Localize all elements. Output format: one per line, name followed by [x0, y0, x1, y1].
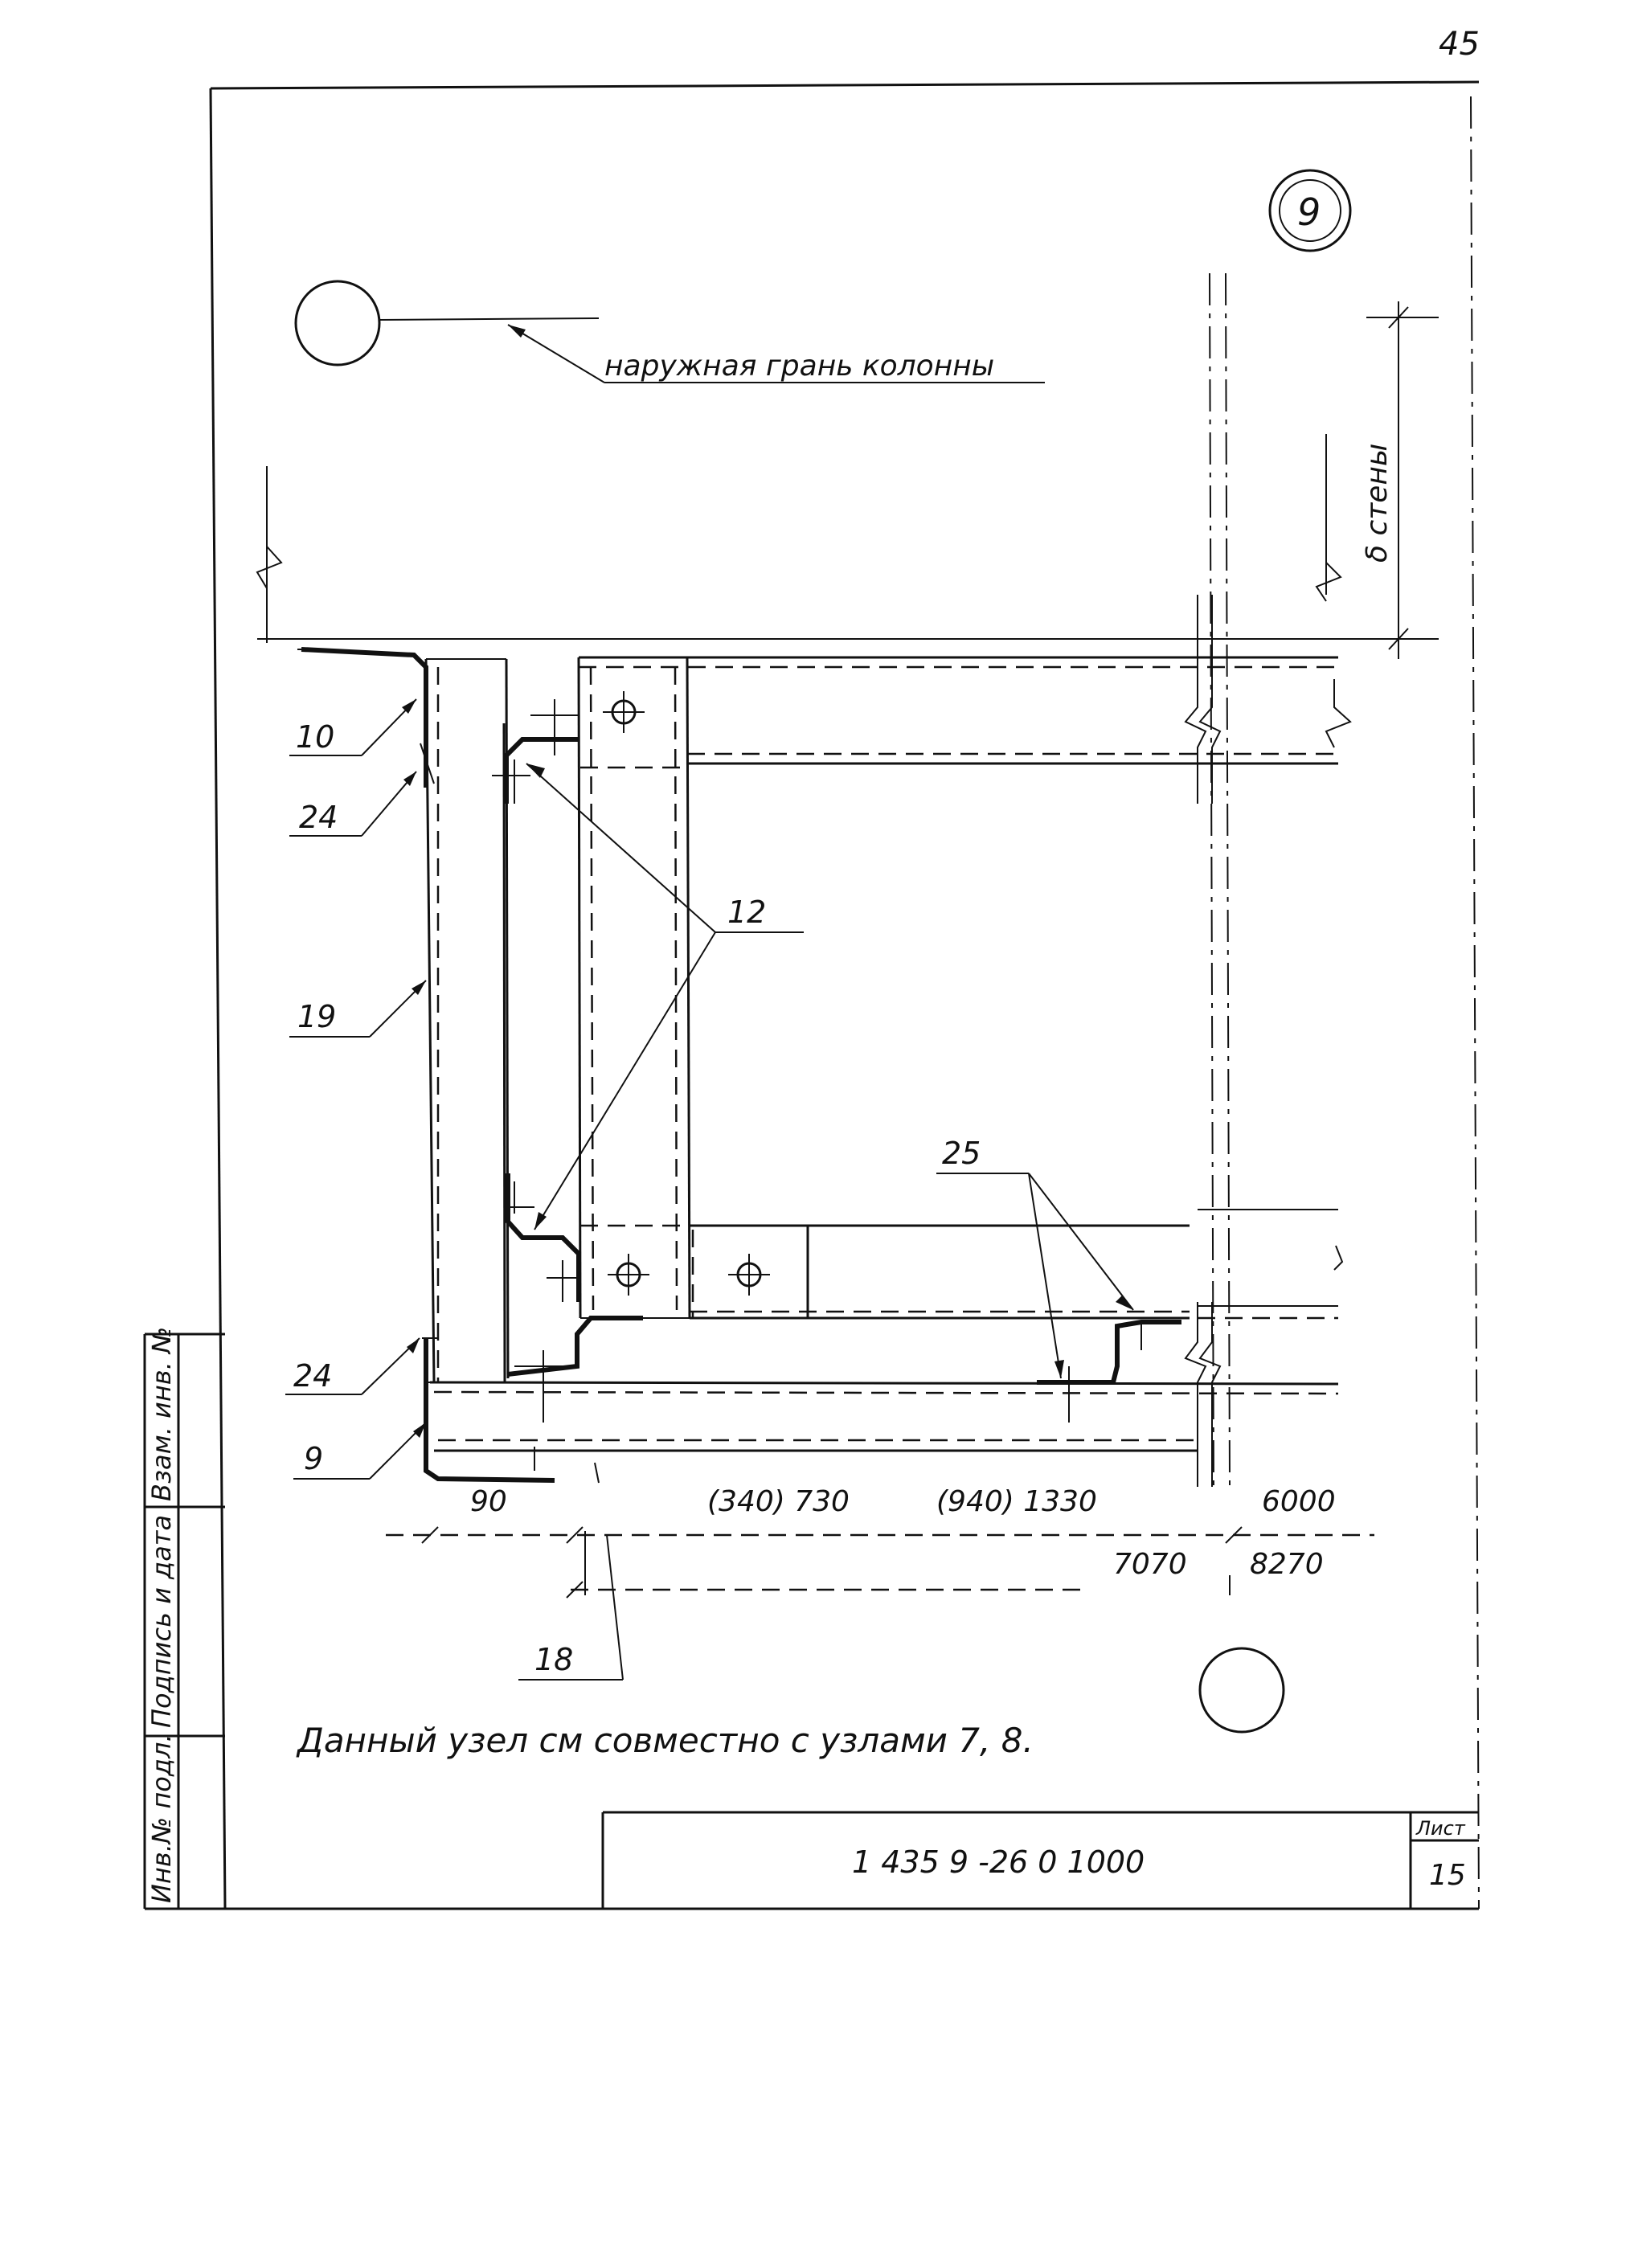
axis-circle-bottom [1198, 1647, 1285, 1734]
callout-18: 18 [534, 1642, 573, 1677]
inner-vertical-member [577, 657, 691, 1319]
base-bracket [507, 1316, 643, 1423]
left-reference-line [256, 466, 1439, 650]
dim-730: (340) 730 [707, 1485, 850, 1518]
sheet-frame [145, 80, 1480, 1910]
wall-thickness-dimension [1209, 272, 1439, 1488]
bracket-25 [1037, 1320, 1181, 1423]
stamp-inv-number: Инв.№ подл. [146, 1734, 177, 1903]
callout-19: 19 [297, 999, 336, 1034]
dim-8270: 8270 [1250, 1548, 1324, 1581]
side-stamp [143, 1333, 225, 1909]
sheet-label: Лист [1415, 1817, 1466, 1840]
stamp-replacement-inv: Взам. инв. № [146, 1327, 177, 1501]
page-number: 45 [1439, 26, 1480, 63]
angle-bracket-top [492, 691, 645, 804]
top-panel [579, 595, 1352, 804]
dim-90: 90 [470, 1485, 507, 1518]
angle-bracket-bottom [505, 1173, 649, 1302]
bottom-panel [690, 1209, 1344, 1320]
callout-10: 10 [296, 719, 334, 755]
left-corner-profiles [301, 647, 555, 1483]
title-block [601, 1811, 1479, 1909]
callout-25: 25 [942, 1136, 981, 1171]
callout-24-top: 24 [299, 800, 338, 835]
dimension-lines [386, 1447, 1374, 1599]
dim-1330: (940) 1330 [936, 1485, 1097, 1518]
stamp-signature-date: Подпись и дата [146, 1515, 177, 1728]
drawing-code: 1 435 9 -26 0 1000 [852, 1844, 1145, 1880]
drawing-note: Данный узел см совместно с узлами 7, 8. [296, 1721, 1034, 1760]
axis-circle-top [294, 280, 381, 366]
callout-24-bottom: 24 [293, 1358, 332, 1394]
svg-text:9: 9 [1297, 190, 1321, 234]
outer-face-label: наружная грань колонны [604, 350, 994, 383]
outer-face-leader [379, 317, 1045, 383]
dim-7070: 7070 [1113, 1548, 1187, 1581]
sheet-number: 15 [1429, 1859, 1466, 1892]
dim-6000: 6000 [1262, 1485, 1336, 1518]
bottom-beam [429, 1302, 1339, 1487]
callout-12: 12 [727, 895, 766, 930]
column-19 [424, 658, 510, 1383]
callout-leaders [285, 698, 1134, 1681]
node-marker: 9 [1268, 169, 1352, 252]
wall-thickness-label: δ стены [1361, 444, 1394, 563]
callout-9: 9 [304, 1441, 323, 1476]
